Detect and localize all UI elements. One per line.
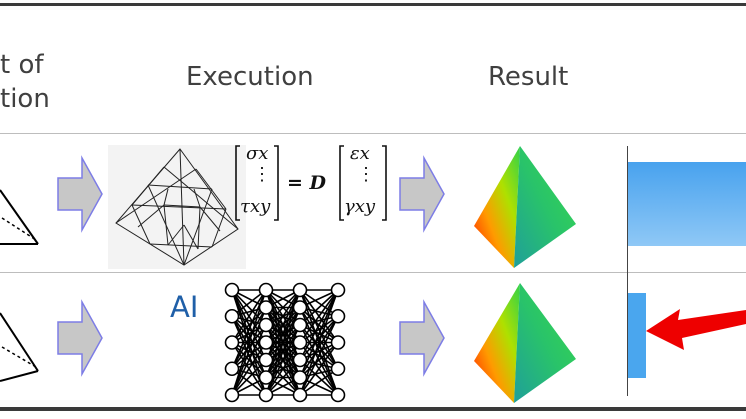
result-pyramid-2 <box>474 283 576 403</box>
nn-edge <box>299 315 339 361</box>
nn-node <box>258 317 274 333</box>
nn-node <box>292 317 308 333</box>
header-col1-line1: t of <box>0 50 44 80</box>
eq-operator: = D <box>287 172 327 194</box>
eq-sigma-x: σx <box>246 143 269 164</box>
row-divider <box>0 272 746 273</box>
nn-node <box>224 361 240 377</box>
nn-node <box>330 361 346 377</box>
flow-arrow-4 <box>399 299 445 377</box>
nn-edge <box>231 307 267 370</box>
flow-arrow-3 <box>57 299 103 377</box>
nn-node <box>292 300 308 315</box>
nn-node <box>258 300 274 315</box>
result-bar-1 <box>628 162 746 246</box>
nn-edge <box>299 315 339 396</box>
nn-edge <box>231 324 267 396</box>
nn-edge <box>231 289 267 343</box>
nn-edge <box>299 289 339 317</box>
eq-epsilon-x: εx <box>350 143 370 164</box>
nn-edge <box>299 341 339 379</box>
constitutive-equation <box>235 145 387 221</box>
header-col1-line2: tion <box>0 84 50 114</box>
eq-ellipsis-left: ⋮ <box>253 164 271 185</box>
nn-node <box>224 308 240 324</box>
result-pyramid-1 <box>474 146 576 268</box>
nn-node <box>292 335 308 350</box>
nn-node <box>292 370 308 385</box>
nn-edge <box>265 289 301 343</box>
header-divider <box>0 133 746 134</box>
flow-arrow-1 <box>57 155 103 233</box>
nn-node <box>292 387 308 403</box>
nn-node <box>330 282 346 298</box>
input-pyramid-outline-1 <box>0 189 39 245</box>
nn-edge <box>265 359 301 396</box>
nn-edge <box>265 324 301 396</box>
ai-label: AI <box>170 290 199 324</box>
neural-network-icon <box>224 282 346 403</box>
nn-node <box>292 282 308 298</box>
nn-node <box>330 387 346 403</box>
nn-node <box>330 335 346 350</box>
red-arrow-icon <box>646 309 746 350</box>
nn-edge <box>265 289 301 326</box>
nn-node <box>258 352 274 368</box>
result-bar-2 <box>628 293 646 378</box>
nn-node <box>224 282 240 298</box>
input-pyramid-outline-2 <box>0 312 39 382</box>
fe-mesh-icon <box>108 145 246 269</box>
eq-gamma-xy: γxy <box>344 196 376 217</box>
nn-edge <box>231 342 267 396</box>
nn-edge <box>265 342 301 396</box>
nn-edge <box>299 342 339 396</box>
nn-edge <box>299 315 339 378</box>
bottom-border <box>0 407 746 411</box>
top-border <box>0 3 746 6</box>
flow-arrow-2 <box>399 155 445 233</box>
nn-edge <box>231 306 267 344</box>
header-execution: Execution <box>186 62 314 92</box>
eq-ellipsis-right: ⋮ <box>357 164 375 185</box>
nn-node <box>330 308 346 324</box>
nn-node <box>292 352 308 368</box>
nn-node <box>258 335 274 350</box>
nn-node <box>258 282 274 298</box>
nn-edge <box>299 289 339 326</box>
nn-node <box>224 387 240 403</box>
vertical-divider <box>627 146 628 396</box>
nn-edge <box>231 324 267 370</box>
header-result: Result <box>488 62 569 92</box>
nn-edge <box>299 289 339 361</box>
nn-node <box>224 335 240 350</box>
nn-edge <box>299 368 339 396</box>
nn-edge <box>299 315 339 344</box>
nn-edge <box>299 289 339 343</box>
nn-node <box>258 370 274 385</box>
nn-edge <box>265 289 301 361</box>
eq-tau-xy: τxy <box>240 196 271 217</box>
nn-node <box>258 387 274 403</box>
nn-edge <box>231 359 267 396</box>
